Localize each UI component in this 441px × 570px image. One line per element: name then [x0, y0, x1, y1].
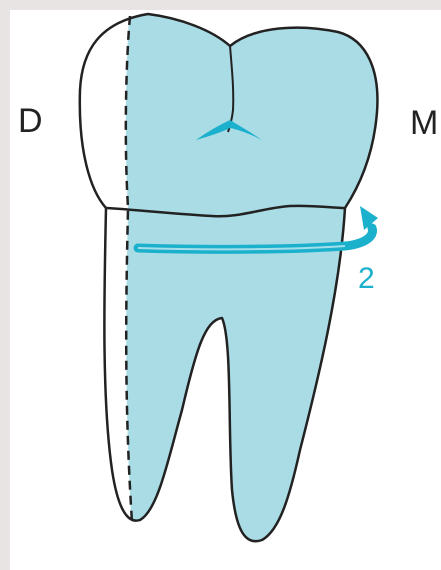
distal-surface: [60, 0, 132, 530]
rotation-number: 2: [358, 262, 375, 295]
